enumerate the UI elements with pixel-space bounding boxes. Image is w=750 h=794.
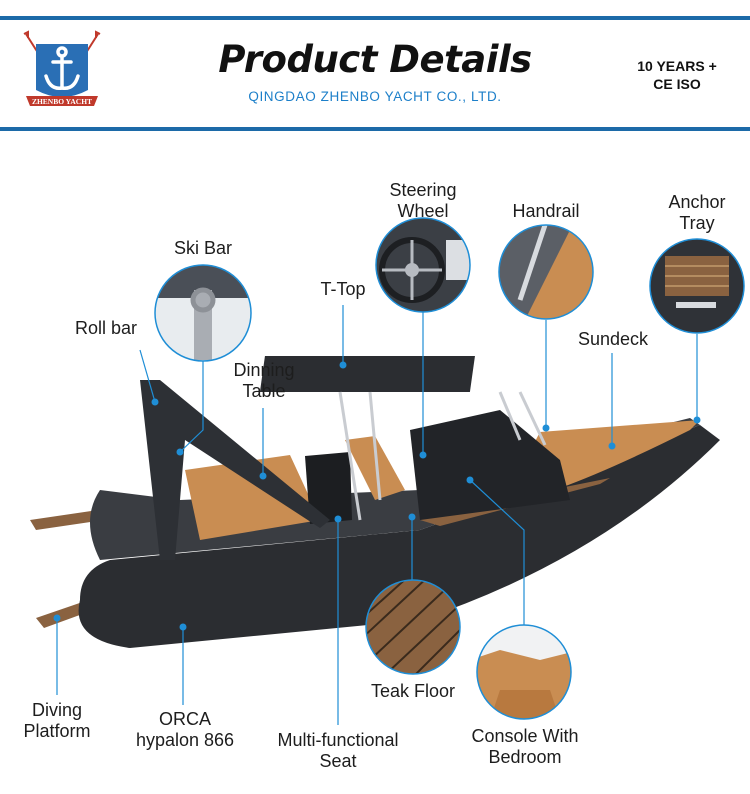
brand-logo: ZHENBO YACHT [22,30,102,116]
label-diving-platform-line-1: Diving [31,700,83,720]
t-top-frame [338,391,547,521]
label-console-line-2: Bedroom [488,747,562,767]
anchor-tray-detail [649,238,745,334]
label-seat-line-2: Seat [319,751,357,771]
label-teak-floor: Teak Floor [370,681,456,701]
label-ski-bar: Ski Bar [173,238,233,258]
handrail-detail [498,224,594,320]
label-dining-table-line-1: Dinning [233,360,295,380]
label-dining-table: Dinning Table [222,360,306,402]
header-bottom-rule [0,127,750,131]
label-multi-functional-seat: Multi-functional Seat [262,730,414,772]
label-steering-wheel: Steering Wheel [373,180,473,222]
cooler-box [305,452,352,524]
label-steering-wheel-line-1: Steering [389,180,457,200]
label-sundeck: Sundeck [577,329,649,349]
label-orca-line-2: hypalon 866 [135,730,235,750]
anchor-icon [44,46,80,90]
label-anchor-tray-line-2: Tray [679,213,715,233]
seat-right [345,436,405,500]
callout-lines [56,305,698,725]
label-roll-bar: Roll bar [74,318,138,338]
boat-diagram: Ski Bar Steering Wheel Handrail Anchor T… [0,140,750,794]
label-anchor-tray: Anchor Tray [655,192,739,234]
label-orca-hypalon: ORCA hypalon 866 [123,709,247,751]
console-body [410,410,570,520]
label-t-top: T-Top [320,279,366,299]
cert-text: CE ISO [653,76,701,92]
warranty-text: 10 YEARS + [637,58,717,74]
logo-ribbon [26,96,98,106]
page-title: Product Details [218,38,532,81]
label-handrail: Handrail [512,201,580,221]
ski-bar-detail [154,264,252,362]
label-anchor-tray-line-1: Anchor [668,192,726,212]
roll-bar [140,380,330,560]
console-bedroom-detail [476,624,572,720]
label-console-bedroom: Console With Bedroom [460,726,590,768]
label-diving-platform-line-2: Platform [23,721,91,741]
label-seat-line-1: Multi-functional [277,730,399,750]
label-diving-platform: Diving Platform [12,700,102,742]
callout-dots [53,361,701,631]
teak-floor-detail [365,579,461,675]
header-top-rule [0,16,750,20]
label-orca-line-1: ORCA [158,709,211,729]
certification-badge: 10 YEARS + CE ISO [618,57,736,93]
company-name: QINGDAO ZHENBO YACHT CO., LTD. [248,89,502,104]
label-console-line-1: Console With [471,726,579,746]
seat-left [185,455,320,540]
logo-text: ZHENBO YACHT [32,97,92,106]
sundeck-cushion [520,420,700,488]
label-steering-wheel-line-2: Wheel [397,201,449,221]
label-dining-table-line-2: Table [242,381,286,401]
t-top-canopy [259,356,475,392]
rear-swim-step [30,510,104,530]
steering-wheel-detail [375,217,471,313]
